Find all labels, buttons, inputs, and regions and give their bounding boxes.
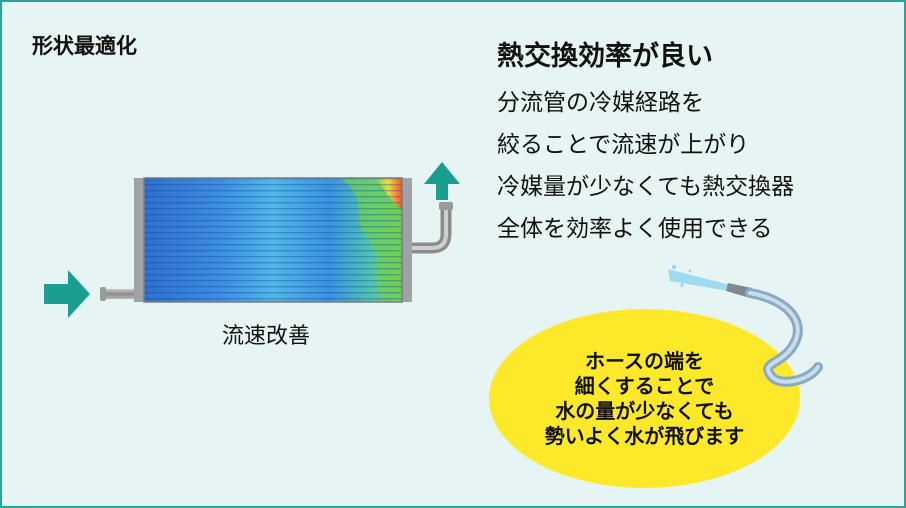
left-header [134,178,144,302]
water-droplet [688,269,692,273]
description-line: 絞ることで流速が上がり [497,132,750,158]
analogy-bubble: ホースの端を 細くすることで 水の量が少なくても 勢いよく水が飛びます [489,309,800,488]
water-droplet [680,283,684,287]
bubble-line: 水の量が少なくても [555,398,734,423]
bubble-line: 勢いよく水が飛びます [544,423,745,448]
radiator-outline [143,177,403,303]
illustration-caption: 流速改善 [222,324,311,349]
inlet-pipe [102,289,142,299]
bubble-line: ホースの端を [585,348,704,373]
radiator-heatmap-illustration [44,162,460,318]
water-spray [668,269,730,291]
benefit-heading: 熱交換効率が良い [497,41,713,72]
outlet-nozzle [439,202,453,210]
inflow-arrow-icon [44,270,90,318]
section-title: 形状最適化 [32,34,137,58]
description-line: 全体を効率よく使用できる [497,216,773,242]
water-droplet [672,265,676,269]
bubble-line: 細くすることで [574,373,715,398]
outlet-pipe [412,208,452,254]
inlet-nozzle [100,287,106,301]
description-line: 分流管の冷媒経路を [497,90,704,116]
right-header [402,178,412,302]
description-line: 冷媒量が少なくても熱交換器 [497,174,795,200]
radiator-fins [144,178,402,302]
outlet-pipe-highlight [412,208,448,250]
benefit-description: 分流管の冷媒経路を 絞ることで流速が上がり 冷媒量が少なくても熱交換器 全体を効… [497,82,794,250]
hose-tube-highlight [748,291,820,384]
hose-icon [668,265,823,387]
outflow-arrow-icon [424,162,460,200]
